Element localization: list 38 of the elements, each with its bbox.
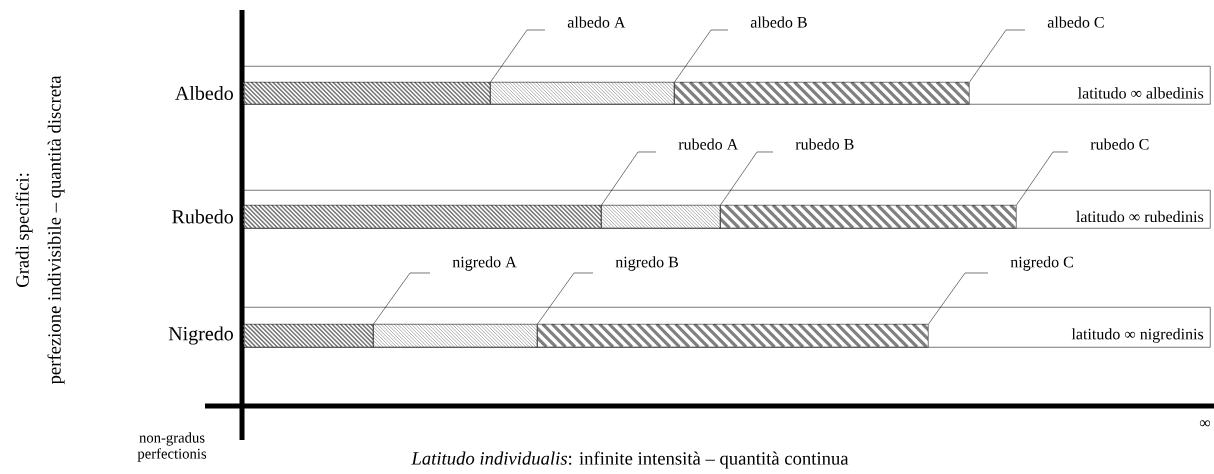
row-label: Albedo	[175, 85, 233, 101]
axis-title: Latitudo individualis: infinite intensità – quantità continua	[411, 451, 849, 469]
infinity-label: ∞	[1199, 420, 1211, 427]
leader-line	[720, 151, 774, 206]
segment-label: nigredo B	[615, 256, 679, 271]
band-box: latitudo ∞ albedinis	[243, 66, 1211, 105]
leader-line	[537, 272, 594, 325]
hatched-bar	[601, 205, 721, 229]
leader-line	[1016, 151, 1069, 206]
hatched-bar	[243, 82, 491, 105]
segment-label: rubedo C	[1090, 138, 1149, 150]
segment-label: rubedo A	[678, 138, 739, 150]
hatched-bar	[537, 324, 929, 348]
segment-label: albedo A	[567, 16, 626, 28]
hatched-bar	[373, 324, 538, 348]
axis-title: Gradi specifici:	[15, 173, 33, 287]
row-label: Nigredo	[168, 326, 233, 345]
leader-line	[969, 29, 1026, 83]
band-box: latitudo ∞ nigredinis	[243, 307, 1211, 348]
segment-label: nigredo A	[452, 256, 517, 271]
hatched-bar	[674, 82, 970, 105]
band-box: latitudo ∞ rubedinis	[243, 190, 1211, 229]
hatched-bar	[243, 205, 602, 229]
segment-label: albedo B	[750, 16, 807, 28]
segment-label: nigredo C	[1010, 256, 1073, 271]
leader-line	[928, 272, 989, 325]
segment-label: rubedo B	[795, 138, 854, 150]
leader-line	[674, 29, 729, 83]
leader-line	[373, 272, 431, 325]
segment-label: albedo C	[1047, 16, 1104, 28]
row-label: Rubedo	[172, 209, 233, 224]
hatched-bar	[243, 324, 374, 348]
hatched-bar	[720, 205, 1017, 229]
leader-line	[601, 151, 657, 206]
axis-origin-label: non-gradus perfectionis	[137, 432, 207, 462]
hatched-bar	[490, 82, 675, 105]
leader-line	[490, 29, 546, 83]
axis-title: perfezione indivisibile – quantità discreta	[47, 75, 65, 385]
